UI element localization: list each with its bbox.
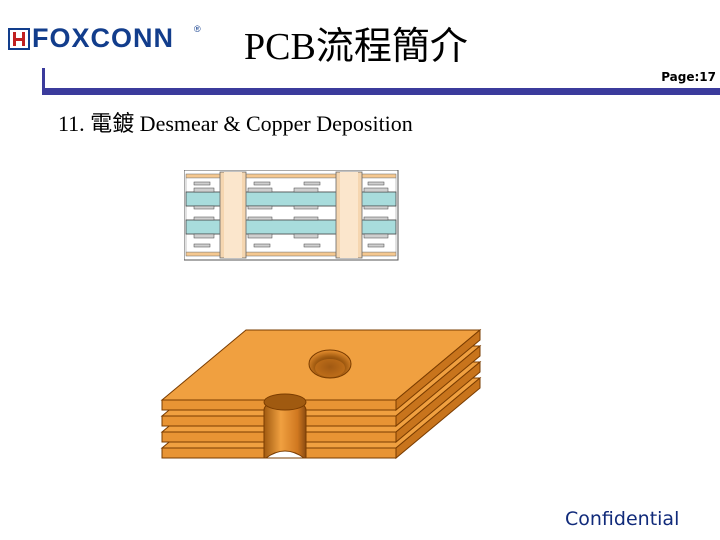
registered-mark: ® xyxy=(194,24,201,34)
header-rule xyxy=(42,88,720,95)
pcb-3d-layer-stack-illustration xyxy=(160,328,482,460)
pcb-cross-section-diagram xyxy=(184,170,399,261)
page-number: Page:17 xyxy=(661,70,716,84)
foxconn-mark-icon xyxy=(8,28,30,50)
logo-wordmark: FOXCONN xyxy=(32,23,174,53)
slide-subtitle: 11. 電鍍 Desmear & Copper Deposition xyxy=(58,111,413,136)
page-title: PCB流程簡介 xyxy=(244,26,468,68)
confidential-label: Confidential xyxy=(565,508,680,530)
header-rule-left xyxy=(42,68,45,95)
foxconn-logo: FOXCONN ® xyxy=(8,18,208,58)
